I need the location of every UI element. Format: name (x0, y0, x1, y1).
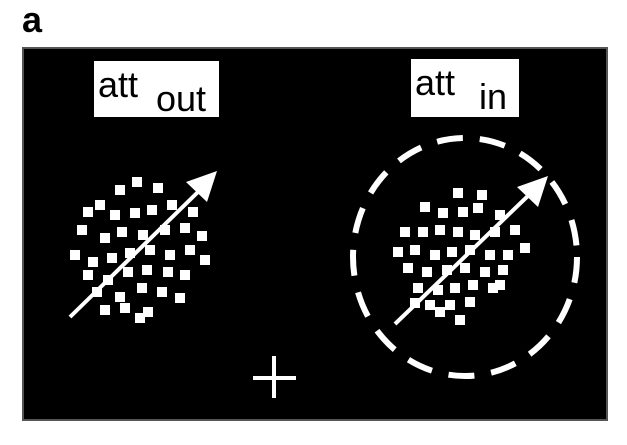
dot (77, 225, 87, 235)
dot (480, 267, 490, 277)
panel-letter: a (22, 0, 43, 40)
dot (163, 267, 173, 277)
label-att-in-main: att (415, 62, 456, 103)
dot (435, 225, 445, 235)
dot (433, 285, 443, 295)
dot (88, 257, 98, 267)
dot (495, 280, 505, 290)
dot (460, 263, 470, 273)
dot (455, 315, 465, 325)
dot (188, 207, 198, 217)
label-att-out-main: att (98, 64, 139, 105)
arrow-up-right-icon (68, 171, 217, 319)
dot (83, 207, 93, 217)
dot (115, 292, 125, 302)
label-att-out-subscript: out (156, 78, 207, 119)
dot (107, 253, 117, 263)
dot (490, 227, 500, 237)
dot (147, 205, 157, 215)
dot (445, 300, 455, 310)
dot (185, 245, 195, 255)
dot (137, 283, 147, 293)
dot (458, 207, 468, 217)
dot (110, 210, 120, 220)
dot (488, 283, 498, 293)
dot (117, 227, 127, 237)
dot (520, 243, 530, 253)
dot (132, 177, 142, 187)
plus-fixation-icon (253, 356, 296, 398)
dot (420, 202, 430, 212)
dot (157, 287, 167, 297)
dot (197, 231, 207, 241)
dot (160, 225, 170, 235)
dot (485, 250, 495, 260)
dot (135, 313, 145, 323)
dot (393, 247, 403, 257)
dot (425, 300, 435, 310)
dot (468, 280, 478, 290)
dot (95, 200, 105, 210)
dot (450, 283, 460, 293)
dot (453, 188, 463, 198)
dot (470, 230, 480, 240)
dot (175, 293, 185, 303)
dot (418, 227, 428, 237)
dot (83, 270, 93, 280)
dot (180, 223, 190, 233)
dot (123, 267, 133, 277)
label-att-in: att in (411, 59, 519, 117)
dot (120, 303, 130, 313)
dot (400, 227, 410, 237)
dot (477, 190, 487, 200)
dot (410, 245, 420, 255)
dot (447, 247, 457, 257)
dot (138, 230, 148, 240)
dot (438, 208, 448, 218)
dot (422, 267, 432, 277)
dot (70, 250, 80, 260)
dot (442, 265, 452, 275)
dot (453, 227, 463, 237)
dot (145, 245, 155, 255)
arrow-up-right-icon (393, 176, 548, 326)
dot (495, 210, 505, 220)
dot (167, 200, 177, 210)
dot-field-attended (393, 188, 530, 325)
dot (143, 307, 153, 317)
dot (403, 263, 413, 273)
dot (180, 270, 190, 280)
dot (153, 183, 163, 193)
dot (435, 307, 445, 317)
dot (200, 255, 210, 265)
dot (125, 248, 135, 258)
dashed-circle-icon (350, 135, 580, 379)
dot (465, 297, 475, 307)
dot (473, 203, 483, 213)
label-att-out: att out (94, 61, 219, 117)
dot (413, 283, 423, 293)
dot (503, 250, 513, 260)
dot (142, 265, 152, 275)
dot (115, 185, 125, 195)
dot (100, 233, 110, 243)
label-att-in-subscript: in (479, 76, 508, 117)
dot (165, 250, 175, 260)
dot (100, 305, 110, 315)
dot (498, 265, 508, 275)
dot (510, 225, 520, 235)
dot-field-unattended (70, 177, 210, 323)
dot (430, 250, 440, 260)
dot (130, 208, 140, 218)
